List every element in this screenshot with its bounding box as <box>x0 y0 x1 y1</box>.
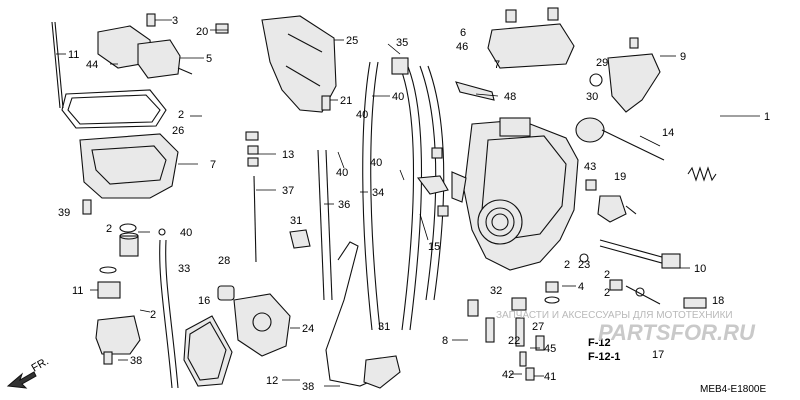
callout-34: 34 <box>372 187 384 199</box>
front-direction-indicator: FR. <box>6 355 51 389</box>
diagram-code: MEB4-E1800E <box>700 384 766 395</box>
callout-46: 46 <box>456 41 468 53</box>
watermark: ЗАПЧАСТИ И АКСЕССУАРЫ ДЛЯ МОТОТЕХНИКИ PA… <box>496 310 756 345</box>
callout-23: 23 <box>578 259 590 271</box>
callout-31: 31 <box>290 215 302 227</box>
callout-24: 24 <box>302 323 314 335</box>
ref-f121: F-12-1 <box>588 351 620 363</box>
callout-27: 27 <box>532 321 544 333</box>
callout-31: 31 <box>378 321 390 333</box>
callout-33: 33 <box>178 263 190 275</box>
callout-16: 16 <box>198 295 210 307</box>
callout-28: 28 <box>218 255 230 267</box>
callout-10: 10 <box>694 263 706 275</box>
callout-2: 2 <box>564 259 570 271</box>
callout-2: 2 <box>106 223 112 235</box>
callout-2: 2 <box>150 309 156 321</box>
callout-30: 30 <box>586 91 598 103</box>
callout-40: 40 <box>356 109 368 121</box>
callout-11: 11 <box>72 285 83 297</box>
callout-32: 32 <box>490 285 502 297</box>
callout-37: 37 <box>282 185 294 197</box>
callout-12: 12 <box>266 375 278 387</box>
callout-29: 29 <box>596 57 608 69</box>
front-arrow-icon <box>6 371 37 389</box>
callout-40: 40 <box>370 157 382 169</box>
callout-8: 8 <box>442 335 448 347</box>
callout-26: 26 <box>172 125 184 137</box>
callout-2: 2 <box>178 109 184 121</box>
callout-6: 6 <box>460 27 466 39</box>
callout-18: 18 <box>712 295 724 307</box>
callout-5: 5 <box>206 53 212 65</box>
callout-21: 21 <box>340 95 352 107</box>
watermark-text: ЗАПЧАСТИ И АКСЕССУАРЫ ДЛЯ МОТОТЕХНИКИ <box>496 310 733 321</box>
callout-36: 36 <box>338 199 350 211</box>
callout-17: 17 <box>652 349 664 361</box>
watermark-logo: PARTSFOR.RU <box>598 320 756 345</box>
callout-44: 44 <box>86 59 98 71</box>
callout-2: 2 <box>604 287 610 299</box>
callout-45: 45 <box>544 343 556 355</box>
callout-2: 2 <box>604 269 610 281</box>
callout-9: 9 <box>680 51 686 63</box>
ref-f12: F-12 <box>588 337 611 349</box>
callout-41: 41 <box>544 371 556 383</box>
callout-38: 38 <box>130 355 142 367</box>
callout-7: 7 <box>494 59 500 71</box>
callout-7: 7 <box>210 159 216 171</box>
callout-25: 25 <box>346 35 358 47</box>
callout-40: 40 <box>392 91 404 103</box>
callout-48: 48 <box>504 91 516 103</box>
leader-lines <box>56 19 760 387</box>
callout-35: 35 <box>396 37 408 49</box>
callout-3: 3 <box>172 15 178 27</box>
front-label: FR. <box>30 355 51 374</box>
callout-38: 38 <box>302 381 314 393</box>
callout-19: 19 <box>614 171 626 183</box>
callout-13: 13 <box>282 149 294 161</box>
part-callouts: 3 20 25 11 44 5 35 6 46 7 29 30 9 40 21 … <box>58 15 770 393</box>
callout-1: 1 <box>764 111 770 123</box>
callout-42: 42 <box>502 369 514 381</box>
callout-4: 4 <box>578 281 584 293</box>
part-drawings <box>51 7 717 389</box>
callout-40: 40 <box>180 227 192 239</box>
callout-15: 15 <box>428 241 440 253</box>
callout-22: 22 <box>508 335 520 347</box>
callout-40: 40 <box>336 167 348 179</box>
callout-20: 20 <box>196 26 208 38</box>
callout-11: 11 <box>68 49 79 61</box>
callout-14: 14 <box>662 127 674 139</box>
callout-43: 43 <box>584 161 596 173</box>
callout-39: 39 <box>58 207 70 219</box>
